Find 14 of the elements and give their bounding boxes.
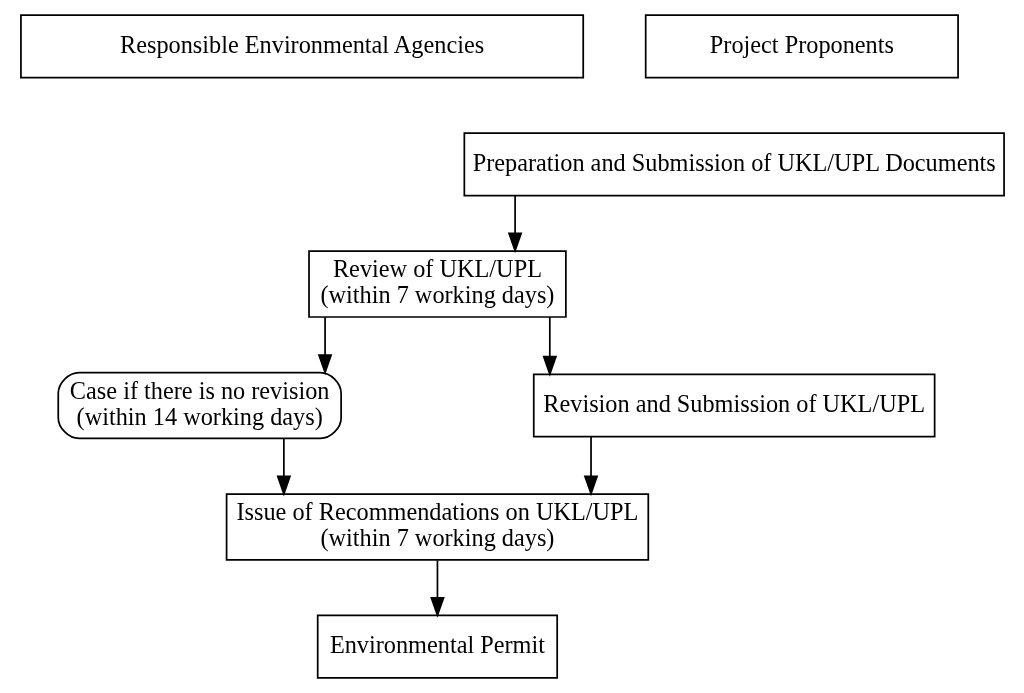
node-box: Revision and Submission of UKL/UPL bbox=[532, 373, 935, 438]
arrow bbox=[583, 435, 598, 497]
node-box: Preparation and Submission of UKL/UPL Documents bbox=[462, 132, 1005, 197]
arrow bbox=[507, 194, 522, 254]
arrow bbox=[276, 437, 291, 497]
arrow bbox=[429, 559, 445, 618]
node-box: Issue of Recommendations on UKL/UPL (within 7 working days) bbox=[225, 493, 649, 561]
node-box: Review of UKL/UPL (within 7 working days) bbox=[307, 250, 567, 318]
arrow bbox=[542, 316, 557, 377]
arrow bbox=[317, 316, 332, 375]
node-box: Case if there is no revision (within 14 working days) bbox=[56, 371, 342, 440]
node-box: Responsible Environmental Agencies bbox=[19, 14, 584, 79]
node-box: Environmental Permit bbox=[316, 614, 558, 679]
node-box: Project Proponents bbox=[644, 14, 959, 79]
